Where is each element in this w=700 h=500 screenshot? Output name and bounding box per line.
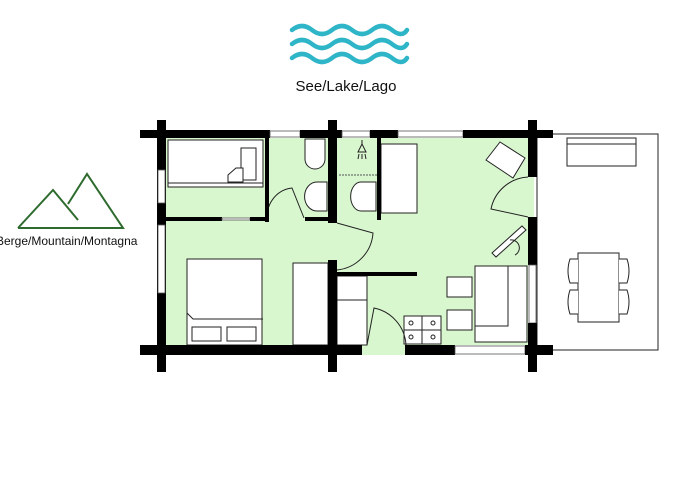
- terrace-bench: [566, 137, 637, 167]
- shower-cabinet: [380, 143, 418, 214]
- kitchen-cupboard: [336, 275, 368, 346]
- shower-icon: [357, 140, 367, 160]
- waves-icon: [289, 23, 410, 65]
- desk-chair: [491, 225, 527, 258]
- sofa: [474, 265, 528, 343]
- terrace: [536, 133, 659, 351]
- stove: [403, 315, 442, 345]
- bathtub: [167, 139, 264, 188]
- bed: [186, 258, 263, 346]
- walls: [140, 120, 553, 372]
- mountain-label: Berge/Mountain/Montagna: [0, 234, 138, 248]
- mountain-icon: [17, 172, 125, 229]
- wardrobe: [292, 262, 329, 346]
- toilet: [304, 138, 326, 170]
- terrace-table: [567, 252, 630, 323]
- armchair: [485, 141, 526, 179]
- chair: [446, 276, 473, 298]
- sink: [304, 174, 377, 212]
- chair: [446, 309, 473, 331]
- lake-label: See/Lake/Lago: [295, 78, 397, 95]
